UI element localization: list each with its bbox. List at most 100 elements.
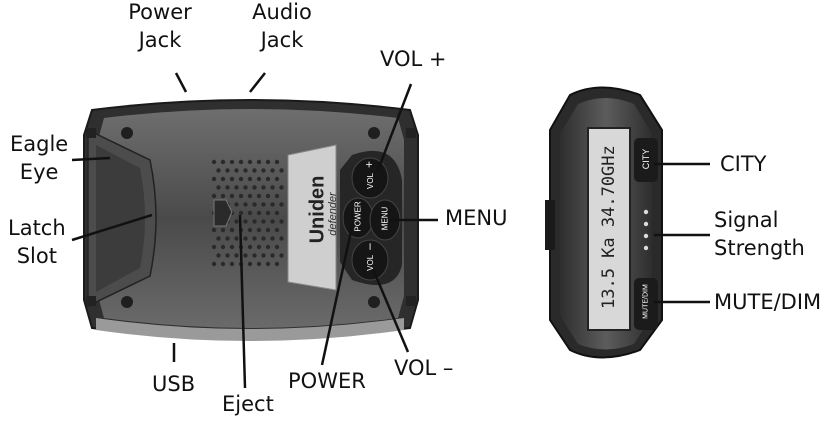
grille-hole (229, 159, 235, 165)
label-audio-jack-line1: Audio (252, 0, 312, 24)
signal-led (643, 245, 649, 251)
grille-hole (279, 185, 284, 190)
callout-vol-plus (376, 83, 413, 171)
grille-hole (274, 193, 280, 199)
label-audio-jack-line2: Jack (260, 28, 304, 52)
button-cluster (340, 150, 402, 285)
grille-hole (247, 176, 253, 182)
vol-up-text: VOL (366, 173, 375, 189)
grille-hole (261, 202, 266, 207)
vol-down-button-label: VOL – (362, 242, 376, 272)
grille-hole (265, 193, 271, 199)
label-latch-slot: Latch Slot (8, 214, 66, 270)
vol-down-sign: – (362, 243, 376, 250)
grille-hole (247, 193, 253, 199)
label-power: POWER (288, 369, 366, 393)
grille-hole (225, 168, 230, 173)
grille-hole (279, 202, 284, 207)
callout-latch-slot (71, 213, 153, 242)
grille-hole (274, 244, 280, 250)
grille-hole (261, 253, 266, 258)
city-button (634, 138, 658, 182)
grille-hole (270, 202, 275, 207)
mute-dim-button (634, 278, 658, 330)
grille-hole (256, 193, 262, 199)
grille-hole (252, 185, 257, 190)
screw (121, 127, 133, 139)
callout-power (320, 221, 355, 366)
grille-hole (247, 227, 253, 233)
label-power-jack-line2: Jack (138, 28, 182, 52)
grille-hole (270, 236, 275, 241)
grille-hole (270, 185, 275, 190)
grille-hole (238, 210, 244, 216)
grille-hole (256, 261, 262, 267)
grille-hole (265, 176, 271, 182)
grille-hole (279, 236, 284, 241)
grille-hole (265, 261, 271, 267)
callout-eagle-eye (71, 156, 111, 162)
grille-hole (274, 159, 280, 165)
label-city: CITY (720, 152, 767, 176)
label-signal-line2: Strength (714, 236, 805, 260)
grille-hole (279, 168, 284, 173)
grille-hole (216, 253, 221, 258)
label-eagle-eye-line2: Eye (19, 160, 59, 184)
grille-hole (261, 168, 266, 173)
grille-hole (265, 244, 271, 250)
grille-hole (252, 202, 257, 207)
vol-up-button-label: VOL + (362, 160, 376, 190)
grille-hole (256, 244, 262, 250)
grille-hole (211, 193, 217, 199)
callout-lines (71, 72, 710, 389)
vol-down-text: VOL (366, 255, 375, 271)
grille-hole (265, 227, 271, 233)
label-power-jack: Power Jack (128, 0, 192, 54)
label-signal-line1: Signal (714, 208, 779, 232)
grille-hole (252, 219, 257, 224)
grille-hole (225, 253, 230, 258)
label-power-jack-line1: Power (128, 0, 192, 24)
grille-hole (279, 253, 284, 258)
grille-hole (211, 227, 217, 233)
grille-hole (252, 253, 257, 258)
grille-hole (243, 253, 248, 258)
display-readout: 13.5 Ka 34.70GHz (599, 145, 619, 309)
grille-hole (261, 219, 266, 224)
grille-hole (234, 185, 239, 190)
grille-hole (234, 168, 239, 173)
brand-plate (287, 144, 337, 291)
grille-hole (270, 168, 275, 173)
callout-vol-minus (368, 261, 410, 353)
grille-hole (229, 193, 235, 199)
grille-hole (243, 236, 248, 241)
label-eject: Eject (222, 392, 274, 416)
grille-hole (229, 261, 235, 267)
grille-hole (234, 219, 239, 224)
grille-hole (256, 227, 262, 233)
display-window (587, 127, 631, 331)
grille-hole (274, 227, 280, 233)
grille-hole (261, 236, 266, 241)
grille-hole (247, 159, 253, 165)
grille-hole (252, 168, 257, 173)
grille-hole (229, 244, 235, 250)
grille-hole (220, 227, 226, 233)
grille-hole (211, 261, 217, 267)
model-name: defender (327, 192, 339, 236)
device-bottom-lip (96, 318, 404, 341)
grille-hole (256, 176, 262, 182)
label-mute-dim: MUTE/DIM (714, 290, 822, 314)
grille-hole (234, 202, 239, 207)
grille-hole (261, 185, 266, 190)
callout-power-jack (174, 72, 188, 93)
label-eagle-eye-line1: Eagle (10, 132, 69, 156)
label-usb: USB (152, 372, 196, 396)
grille-hole (247, 261, 253, 267)
grille-hole (220, 176, 226, 182)
label-signal-strength: Signal Strength (714, 206, 805, 262)
signal-led (643, 209, 649, 215)
grille-hole (243, 168, 248, 173)
grille-hole (211, 176, 217, 182)
